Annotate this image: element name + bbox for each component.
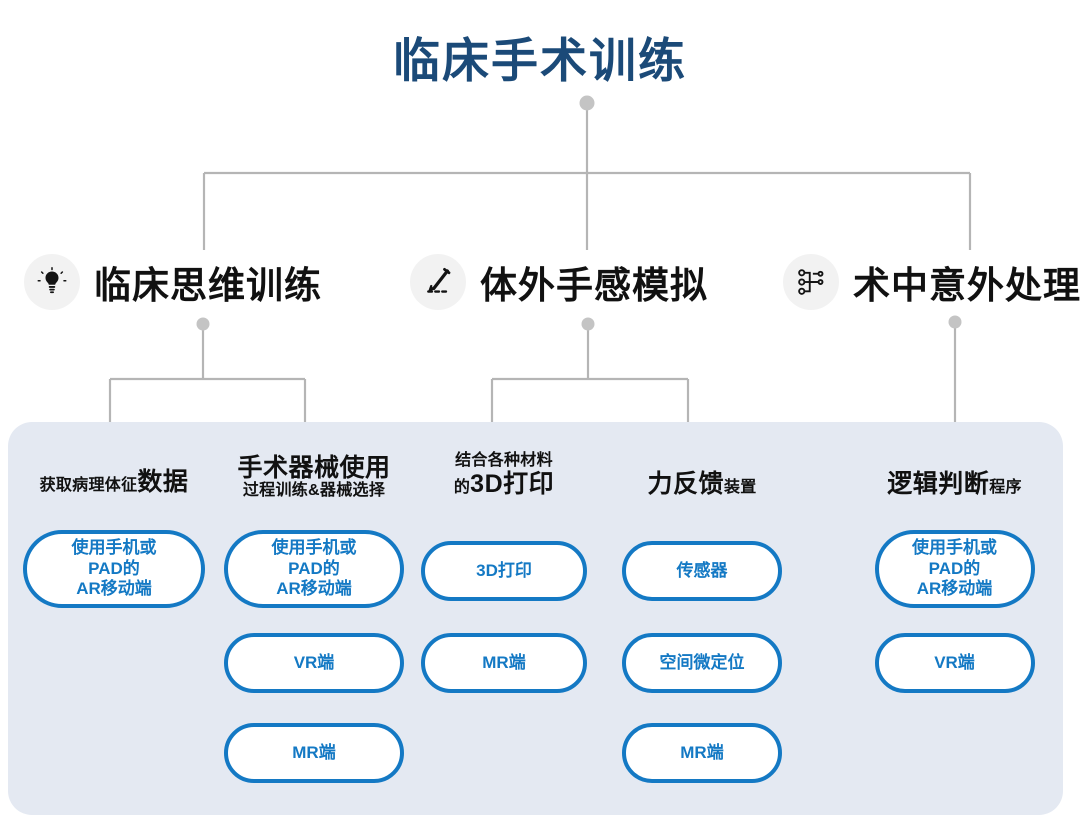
- pen-nib-icon: [410, 254, 466, 310]
- leaf-pill[interactable]: 3D打印: [421, 541, 587, 601]
- leaf-column-force-feedback: 力反馈装置 传感器 空间微定位 MR端: [596, 422, 808, 815]
- leaf-column-3d-printing: 结合各种材料 的3D打印 3D打印 MR端: [406, 422, 602, 815]
- leaf-pill[interactable]: 空间微定位: [622, 633, 782, 693]
- column-heading-part: 数据: [137, 468, 189, 496]
- leaf-columns: 获取病理体征数据 使用手机或 PAD的 AR移动端 手术器械使用 过程训练&器械…: [8, 422, 1063, 815]
- branch-node-label: 体外手感模拟: [480, 265, 708, 306]
- leaf-pill[interactable]: 使用手机或 PAD的 AR移动端: [224, 530, 404, 608]
- leaf-pill[interactable]: 使用手机或 PAD的 AR移动端: [23, 530, 205, 608]
- leaf-pill[interactable]: MR端: [224, 723, 404, 783]
- column-heading: 获取病理体征数据: [8, 468, 220, 496]
- leaf-pill[interactable]: VR端: [874, 633, 1035, 693]
- column-heading: 力反馈装置: [596, 470, 808, 498]
- column-heading: 逻辑判断程序: [846, 470, 1063, 498]
- leaf-pill[interactable]: MR端: [622, 723, 782, 783]
- column-heading-part: 装置: [723, 479, 757, 496]
- leaf-column-logic-program: 逻辑判断程序 使用手机或 PAD的 AR移动端 VR端: [846, 422, 1063, 815]
- flow-branch-icon: [783, 254, 839, 310]
- leaf-column-pathology-data: 获取病理体征数据 使用手机或 PAD的 AR移动端: [8, 422, 220, 815]
- column-heading-part: 的: [453, 478, 471, 496]
- page-title: 临床手术训练: [393, 34, 687, 87]
- branch-node-clinical-thinking[interactable]: 临床思维训练: [24, 254, 322, 310]
- column-heading-part: 3D打印: [470, 469, 555, 498]
- column-heading-line: 的3D打印: [406, 470, 602, 498]
- column-heading-part: 程序: [989, 479, 1022, 496]
- connector-dot-root: [579, 95, 595, 111]
- branch-node-accident-handling[interactable]: 术中意外处理: [783, 254, 1080, 310]
- column-heading-part: 过程训练&器械选择: [242, 482, 386, 499]
- connector-dot-node-0: [196, 317, 210, 331]
- leaf-pill[interactable]: MR端: [421, 633, 587, 693]
- column-heading-part: 结合各种材料: [455, 452, 553, 469]
- leaf-column-instrument-use: 手术器械使用 过程训练&器械选择 使用手机或 PAD的 AR移动端 VR端 MR…: [208, 422, 420, 815]
- connector-dot-node-2: [948, 315, 962, 329]
- lightbulb-icon: [24, 254, 80, 310]
- branch-node-label: 术中意外处理: [853, 265, 1080, 306]
- column-heading-part: 获取病理体征: [39, 477, 138, 494]
- leaf-pill[interactable]: 传感器: [622, 541, 782, 601]
- column-heading: 手术器械使用 过程训练&器械选择: [208, 454, 420, 500]
- connector-dot-node-1: [581, 317, 595, 331]
- column-heading-part: 手术器械使用: [237, 454, 391, 482]
- column-heading-part: 力反馈: [647, 470, 724, 498]
- branch-node-label: 临床思维训练: [94, 265, 322, 306]
- branch-node-haptic-simulation[interactable]: 体外手感模拟: [410, 254, 708, 310]
- column-heading-part: 逻辑判断: [887, 470, 990, 498]
- leaf-pill[interactable]: VR端: [224, 633, 404, 693]
- column-heading: 结合各种材料 的3D打印: [406, 452, 602, 498]
- bottom-panel: [8, 422, 1063, 815]
- leaf-pill[interactable]: 使用手机或 PAD的 AR移动端: [874, 530, 1035, 608]
